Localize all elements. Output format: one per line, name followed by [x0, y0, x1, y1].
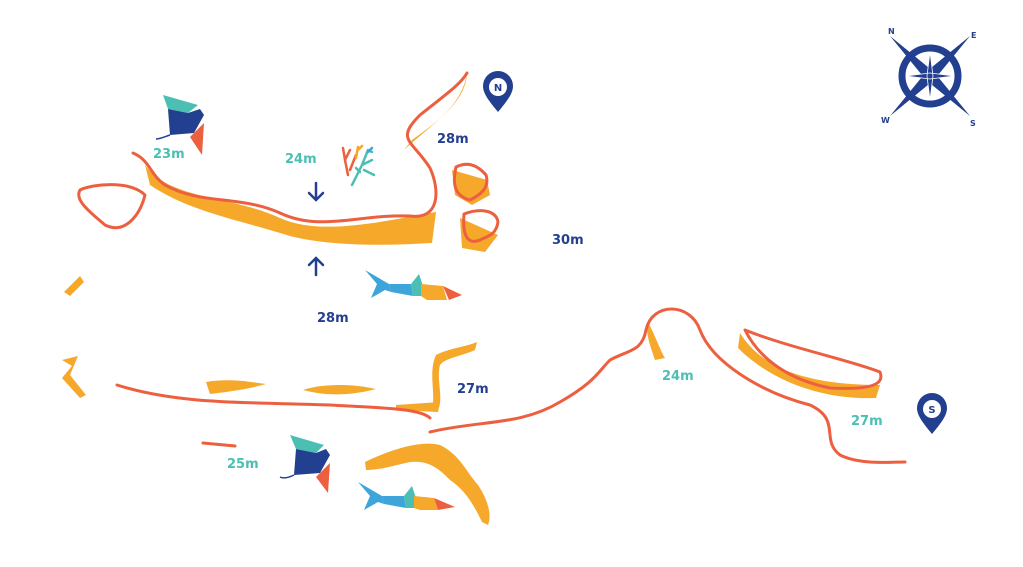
- depth-label: 28m: [437, 132, 469, 147]
- depth-label: 24m: [662, 369, 694, 384]
- depth-label: 27m: [851, 414, 883, 429]
- north-marker-pin[interactable]: N: [483, 71, 513, 112]
- depth-label: 25m: [227, 457, 259, 472]
- depth-label: 23m: [153, 147, 185, 162]
- depth-labels: 23m 24m 28m 30m 28m 27m 24m 27m 25m: [153, 132, 883, 472]
- manta-ray-icon: [155, 95, 204, 155]
- shark-icon: [365, 270, 462, 300]
- east-reef: [743, 328, 883, 390]
- coral-icon: [341, 144, 376, 187]
- depth-label: 28m: [317, 311, 349, 326]
- compass-n: N: [888, 27, 895, 36]
- south-marker-pin[interactable]: S: [917, 393, 947, 434]
- compass-e: E: [971, 31, 976, 40]
- shark-icon: [358, 482, 455, 510]
- arrow-up-icon: [307, 256, 325, 277]
- arrow-down-icon: [307, 181, 325, 202]
- small-reef-segment: [201, 441, 237, 448]
- main-reef: [131, 71, 469, 245]
- compass-s: S: [970, 119, 976, 128]
- depth-label: 30m: [552, 233, 584, 248]
- west-islet: [77, 183, 147, 230]
- reef-patches: [62, 276, 880, 525]
- north-marker-label: N: [494, 83, 502, 94]
- compass-rose-icon: N E W S: [881, 27, 976, 128]
- south-reef-line: [115, 383, 432, 420]
- north-islets: [452, 162, 500, 252]
- depth-label: 24m: [285, 152, 317, 167]
- compass-w: W: [881, 116, 890, 125]
- depth-label: 27m: [457, 382, 489, 397]
- south-marker-label: S: [928, 405, 935, 416]
- manta-ray-icon: [279, 435, 330, 493]
- east-reef-line: [428, 307, 907, 464]
